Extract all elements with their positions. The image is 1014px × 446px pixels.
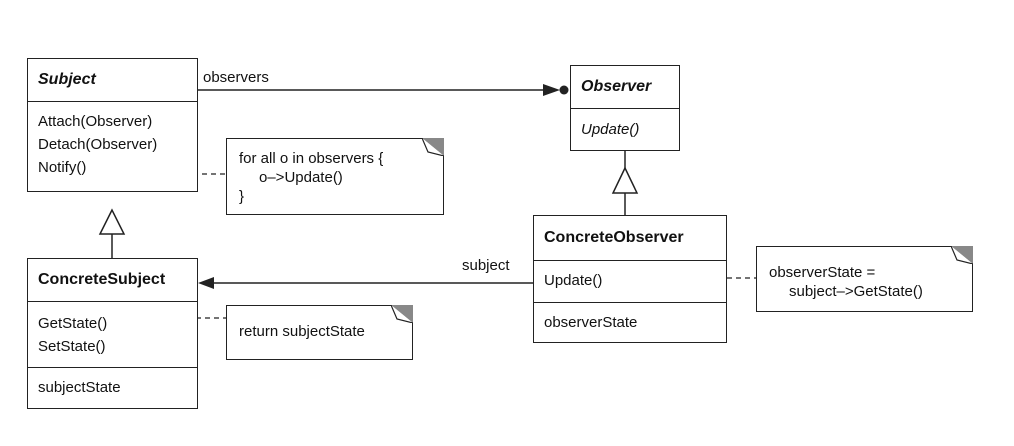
concrete-subject-attributes: subjectState (28, 367, 197, 410)
concrete-subject-operation: GetState() (38, 315, 108, 332)
observer-class-name: Observer (581, 78, 652, 95)
observer-operations: Update() (571, 108, 679, 152)
subject-association-label: subject (462, 257, 510, 274)
concrete-subject-class-name: ConcreteSubject (38, 271, 166, 288)
concrete-subject-operations: GetState() SetState() (28, 301, 197, 367)
notify-note-line: for all o in observers { (239, 150, 384, 167)
get-state-note: return subjectState (226, 305, 413, 360)
get-state-note-line: return subjectState (239, 323, 365, 340)
subject-class: Subject Attach(Observer) Detach(Observer… (27, 58, 198, 192)
concrete-observer-class-name: ConcreteObserver (544, 229, 684, 246)
notify-note-line: o–>Update() (259, 169, 343, 186)
observers-arrowhead (543, 84, 560, 96)
concrete-subject-attribute: subjectState (38, 379, 121, 396)
concrete-subject-operation: SetState() (38, 338, 106, 355)
concrete-observer-operations: Update() (534, 260, 726, 302)
subject-operation: Notify() (38, 159, 87, 176)
notify-note-line: } (239, 188, 245, 205)
concrete-observer-attribute: observerState (544, 314, 638, 331)
note-fold-icon (391, 305, 413, 323)
observers-multiplicity-dot (559, 85, 569, 95)
subject-arrowhead (198, 277, 214, 289)
notify-note: for all o in observers { o–>Update() } (226, 138, 444, 215)
concrete-observer-attributes: observerState (534, 302, 726, 344)
observer-class: Observer Update() (570, 65, 680, 151)
note-fold-icon (422, 138, 444, 156)
update-note-line: observerState = (769, 264, 876, 281)
subject-class-name: Subject (38, 71, 96, 88)
subject-operation: Detach(Observer) (38, 136, 158, 153)
observer-operation: Update() (581, 121, 640, 138)
observers-association-label: observers (203, 69, 269, 86)
update-note-line: subject–>GetState() (789, 283, 923, 300)
subject-inheritance-triangle (98, 208, 126, 235)
note-fold-icon (951, 246, 973, 264)
observer-inheritance-triangle (611, 166, 639, 194)
concrete-subject-class: ConcreteSubject GetState() SetState() su… (27, 258, 198, 409)
subject-operation: Attach(Observer) (38, 113, 153, 130)
subject-operations: Attach(Observer) Detach(Observer) Notify… (28, 101, 197, 193)
concrete-observer-class: ConcreteObserver Update() observerState (533, 215, 727, 343)
update-note: observerState = subject–>GetState() (756, 246, 973, 312)
concrete-observer-operation: Update() (544, 272, 603, 289)
